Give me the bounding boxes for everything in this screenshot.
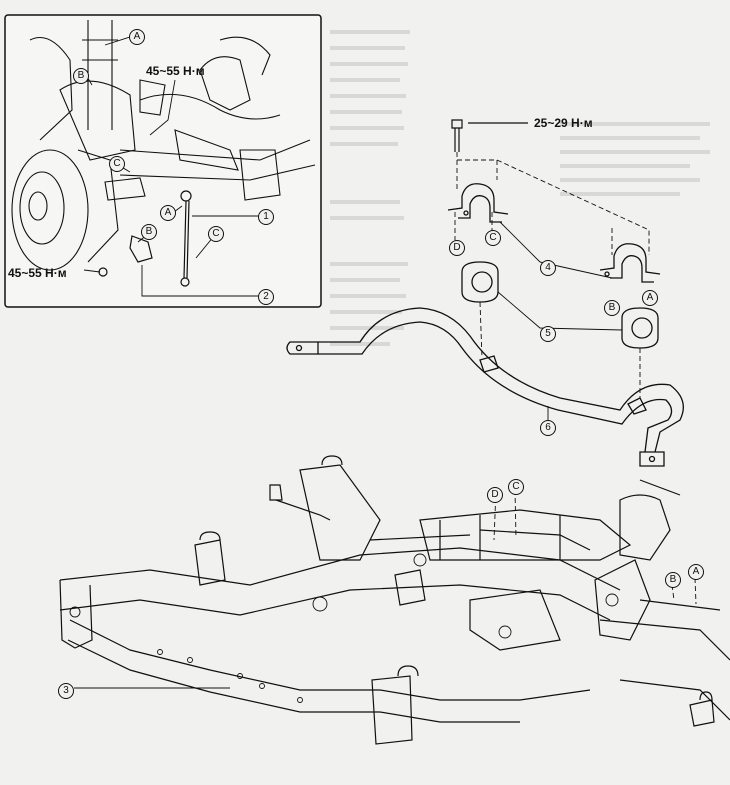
bracket-right bbox=[599, 243, 661, 283]
torque-label-lower: 45~55 Н·м bbox=[8, 266, 67, 280]
mark-b-link: B bbox=[141, 224, 157, 240]
inset-frame bbox=[4, 14, 322, 308]
mark-d-bracket: D bbox=[449, 240, 465, 256]
mark-c-inset: C bbox=[109, 156, 125, 172]
mark-d-subframe: D bbox=[487, 487, 503, 503]
stabilizer-link bbox=[98, 190, 192, 287]
part-number-2: 2 bbox=[258, 289, 274, 305]
part-number-3: 3 bbox=[58, 683, 74, 699]
bushing-left bbox=[461, 261, 499, 303]
mark-b-bracket: B bbox=[604, 300, 620, 316]
mark-a-subframe: A bbox=[688, 564, 704, 580]
brake-disc bbox=[11, 149, 119, 271]
mark-a-inset: A bbox=[129, 29, 145, 45]
torque-label-upper: 45~55 Н·м bbox=[146, 64, 205, 78]
part-leaders bbox=[74, 221, 623, 689]
inset-subframe bbox=[104, 36, 316, 201]
mark-b-inset: B bbox=[73, 68, 89, 84]
bracket-left bbox=[447, 183, 509, 223]
part-number-5: 5 bbox=[540, 326, 556, 342]
stabilizer-bar bbox=[286, 307, 684, 467]
subframe bbox=[59, 455, 730, 745]
mark-a-link: A bbox=[160, 205, 176, 221]
bushing-right bbox=[621, 307, 659, 349]
mark-c-link: C bbox=[208, 226, 224, 242]
mark-c-subframe: C bbox=[508, 479, 524, 495]
part-number-4: 4 bbox=[540, 260, 556, 276]
torque-label-bolt: 25~29 Н·м bbox=[534, 116, 593, 130]
bolt bbox=[451, 119, 528, 152]
mark-a-bracket: A bbox=[642, 290, 658, 306]
subframe-holes bbox=[69, 553, 619, 703]
dashed-guides bbox=[454, 152, 697, 605]
mark-b-subframe: B bbox=[665, 572, 681, 588]
part-number-1: 1 bbox=[258, 209, 274, 225]
part-number-6: 6 bbox=[540, 420, 556, 436]
mark-c-bracket: C bbox=[485, 230, 501, 246]
background-text bbox=[330, 30, 710, 346]
